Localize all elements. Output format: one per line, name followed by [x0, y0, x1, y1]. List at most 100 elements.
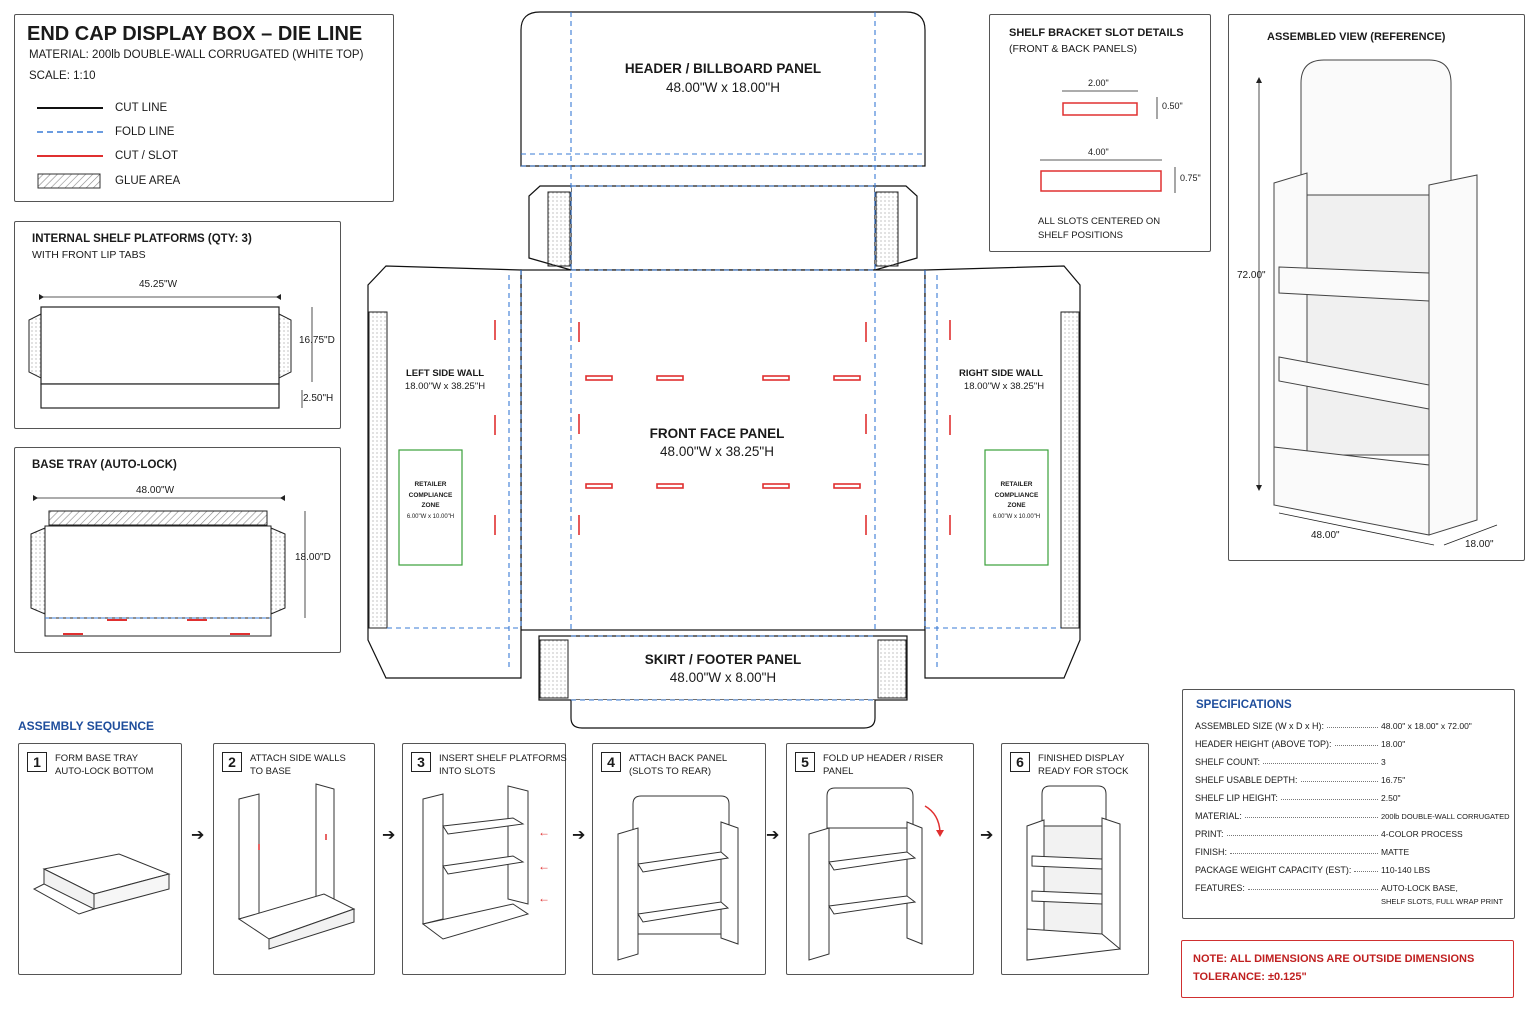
assembly-step-5: 5 FOLD UP HEADER / RISER PANEL: [786, 743, 974, 975]
step-5-illustration: [808, 787, 944, 961]
legend-slot: CUT / SLOT: [37, 146, 178, 166]
left-wall-dims: 18.00"W x 38.25"H: [404, 381, 486, 392]
assembled-width-label: 48.00": [1311, 530, 1340, 541]
note-line-2: TOLERANCE: ±0.125": [1193, 971, 1307, 983]
compliance-line: RETAILER: [1000, 481, 1033, 488]
arrow-icon: ➔: [766, 827, 780, 844]
spec-label: HEADER HEIGHT (ABOVE TOP):: [1195, 739, 1332, 749]
spec-label: FINISH:: [1195, 847, 1228, 857]
compliance-line: RETAILER: [414, 481, 447, 488]
base-tray-panel: BASE TRAY (AUTO-LOCK) 48.00"W 18.00"D: [14, 447, 341, 653]
spec-label: PACKAGE WEIGHT CAPACITY (EST):: [1195, 865, 1352, 875]
step-caption: FINISHED DISPLAY READY FOR STOCK: [1038, 753, 1129, 777]
shelf-platforms-title: INTERNAL SHELF PLATFORMS (QTY: 3): [32, 233, 252, 245]
step-6-illustration: [1026, 785, 1122, 961]
spec-label: SHELF USABLE DEPTH:: [1195, 775, 1298, 785]
slot-note-line-1: ALL SLOTS CENTERED ON: [1038, 216, 1161, 227]
arrow-icon: ➔: [980, 827, 994, 844]
slot2-height-label: 0.75": [1180, 173, 1201, 183]
step-number: 6: [1010, 752, 1030, 772]
spec-label: SHELF COUNT:: [1195, 757, 1261, 767]
assembly-step-4: 4 ATTACH BACK PANEL (SLOTS TO REAR): [592, 743, 766, 975]
legend-label: CUT / SLOT: [115, 150, 179, 162]
die-line-drawing: [367, 11, 1081, 729]
step-1-illustration: [32, 853, 171, 915]
compliance-line: 6.00"W x 10.00"H: [406, 513, 455, 520]
slot-details-panel: SHELF BRACKET SLOT DETAILS (FRONT & BACK…: [989, 14, 1211, 252]
step-caption: INSERT SHELF PLATFORMS INTO SLOTS: [439, 753, 567, 777]
fold-line-swatch: [37, 131, 103, 133]
spec-value: AUTO-LOCK BASE,: [1381, 883, 1458, 893]
spec-label: MATERIAL:: [1195, 811, 1242, 821]
slot-note-line-2: SHELF POSITIONS: [1038, 230, 1123, 241]
skirt-panel-dims: 48.00"W x 8.00"H: [669, 670, 777, 685]
arrow-icon: ➔: [382, 827, 396, 844]
slot2-width-label: 4.00": [1088, 147, 1109, 157]
svg-text:←: ←: [538, 825, 550, 839]
base-depth-label: 18.00"D: [295, 552, 331, 563]
legend-cut: CUT LINE: [37, 98, 167, 118]
compliance-line: ZONE: [1007, 502, 1026, 509]
base-width-label: 48.00"W: [136, 485, 175, 496]
spec-row: SHELF LIP HEIGHT:2.50": [1195, 793, 1507, 803]
spec-row: PACKAGE WEIGHT CAPACITY (EST):110-140 LB…: [1195, 865, 1507, 875]
compliance-line: COMPLIANCE: [994, 491, 1039, 499]
tolerance-note: NOTE: ALL DIMENSIONS ARE OUTSIDE DIMENSI…: [1181, 940, 1514, 998]
spec-value: 200lb DOUBLE-WALL CORRUGATED: [1381, 812, 1510, 821]
step-number: 4: [601, 752, 621, 772]
slot-details-subtitle: (FRONT & BACK PANELS): [1009, 43, 1137, 55]
header-panel-dims: 48.00"W x 18.00"H: [666, 80, 780, 95]
left-wall-title: LEFT SIDE WALL: [405, 368, 485, 379]
spec-label: ASSEMBLED SIZE (W x D x H):: [1195, 721, 1325, 731]
spec-value: 3: [1381, 757, 1386, 767]
legend-label: FOLD LINE: [115, 126, 175, 138]
spec-value: MATTE: [1381, 847, 1410, 857]
assembled-depth-label: 18.00": [1465, 539, 1494, 550]
spec-features-continued: SHELF SLOTS, FULL WRAP PRINT: [1381, 897, 1504, 906]
compliance-zone-right: RETAILER COMPLIANCE ZONE 6.00"W x 10.00"…: [985, 480, 1048, 522]
scale-line: SCALE: 1:10: [29, 70, 96, 82]
spec-row: PRINT:4-COLOR PROCESS: [1195, 829, 1507, 839]
legend-label: GLUE AREA: [115, 175, 181, 187]
step-number: 5: [795, 752, 815, 772]
front-panel-title: FRONT FACE PANEL: [649, 426, 785, 441]
assembly-step-6: 6 FINISHED DISPLAY READY FOR STOCK: [1001, 743, 1149, 975]
specifications-panel: SPECIFICATIONS ASSEMBLED SIZE (W x D x H…: [1182, 689, 1515, 919]
slot-line-swatch: [37, 155, 103, 157]
step-caption: FORM BASE TRAY AUTO-LOCK BOTTOM: [55, 753, 154, 777]
step-2-illustration: [237, 783, 356, 950]
page-title: END CAP DISPLAY BOX – DIE LINE: [27, 23, 363, 45]
spec-row: ASSEMBLED SIZE (W x D x H): 48.00" x 18.0…: [1195, 721, 1507, 731]
spec-value: 18.00": [1381, 739, 1406, 749]
step-caption: ATTACH SIDE WALLS TO BASE: [250, 753, 346, 777]
base-tray-title: BASE TRAY (AUTO-LOCK): [32, 459, 177, 471]
glue-area-swatch: [37, 173, 101, 189]
slot-details-title: SHELF BRACKET SLOT DETAILS: [1009, 27, 1184, 39]
spec-row: SHELF USABLE DEPTH:16.75": [1195, 775, 1507, 785]
step-number: 3: [411, 752, 431, 772]
assembly-title: ASSEMBLY SEQUENCE: [18, 719, 155, 733]
shelf-platforms-panel: INTERNAL SHELF PLATFORMS (QTY: 3) WITH F…: [14, 221, 341, 429]
right-wall-dims: 18.00"W x 38.25"H: [963, 381, 1045, 392]
right-wall-title: RIGHT SIDE WALL: [959, 368, 1043, 379]
spec-row: FEATURES:AUTO-LOCK BASE,: [1195, 883, 1507, 893]
assembled-view-drawing: [1256, 59, 1498, 546]
compliance-zone-left: RETAILER COMPLIANCE ZONE 6.00"W x 10.00"…: [399, 480, 462, 522]
step-4-illustration: [617, 795, 739, 961]
legend-fold: FOLD LINE: [37, 122, 174, 142]
cut-line-swatch: [37, 107, 103, 109]
spec-label: SHELF LIP HEIGHT:: [1195, 793, 1278, 803]
assembly-step-2: 2 ATTACH SIDE WALLS TO BASE: [213, 743, 375, 975]
compliance-line: ZONE: [421, 502, 440, 509]
spec-value: 48.00" x 18.00" x 72.00": [1381, 721, 1472, 731]
front-panel-dims: 48.00"W x 38.25"H: [660, 444, 774, 459]
compliance-line: COMPLIANCE: [408, 491, 453, 499]
skirt-panel-title: SKIRT / FOOTER PANEL: [644, 652, 802, 667]
svg-text:←: ←: [538, 891, 550, 905]
shelf-platform-drawing: [28, 294, 313, 409]
step-number: 1: [27, 752, 47, 772]
header-panel-title: HEADER / BILLBOARD PANEL: [624, 61, 822, 76]
step-caption: ATTACH BACK PANEL (SLOTS TO REAR): [629, 753, 728, 777]
spec-row: HEADER HEIGHT (ABOVE TOP): 18.00": [1195, 739, 1507, 749]
base-tray-drawing: [30, 495, 306, 637]
